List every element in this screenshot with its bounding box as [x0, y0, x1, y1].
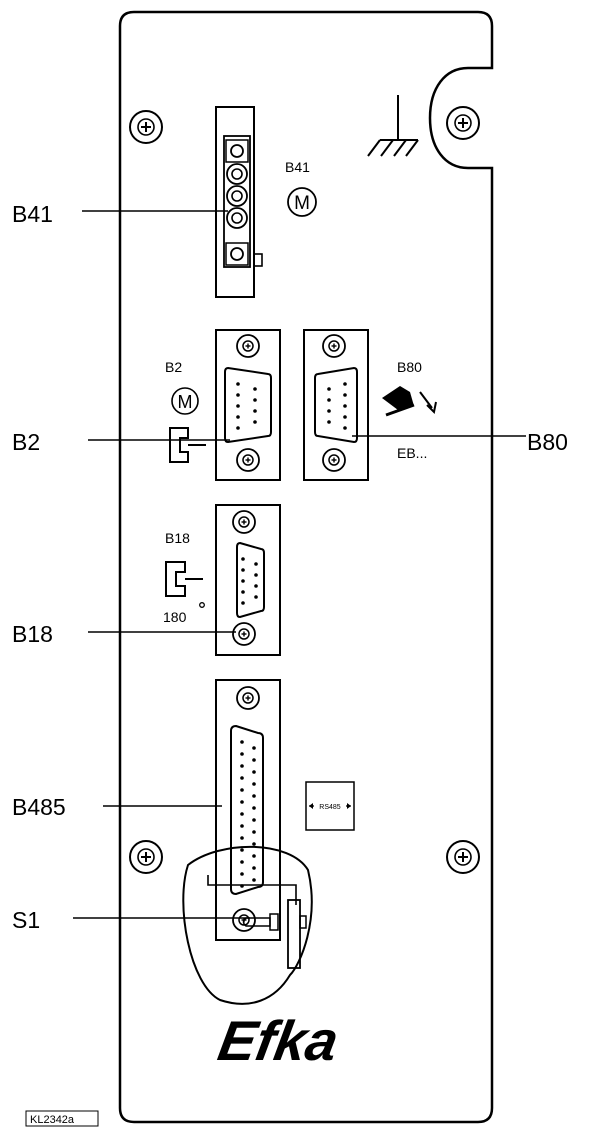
eb-label: EB...	[397, 445, 427, 461]
rs485-label: RS485	[319, 804, 341, 811]
jack-screw-icon	[232, 510, 256, 534]
jack-screw-icon	[236, 448, 260, 472]
hall-sensor-icon	[169, 427, 206, 463]
motor-symbol-label: M	[178, 392, 193, 412]
b41-callout: B41	[12, 201, 53, 227]
mounting-screw-icon	[446, 840, 480, 874]
b18-callout: B18	[12, 621, 53, 647]
rs485-badge: RS485	[305, 781, 355, 831]
mounting-screw-icon	[129, 110, 163, 144]
b80-panel-label: B80	[397, 359, 422, 375]
b18-connector[interactable]	[215, 504, 281, 656]
ground-symbol-icon	[367, 95, 419, 157]
degree-symbol	[199, 602, 205, 608]
jack-screw-icon	[236, 334, 260, 358]
jack-screw-icon	[232, 622, 256, 646]
b41-panel-label: B41	[285, 159, 310, 175]
b485-connector[interactable]	[215, 679, 281, 941]
b2-panel-label: B2	[165, 359, 182, 375]
drawing-ref-label: KL2342a	[30, 1114, 75, 1126]
panel-outline	[118, 10, 494, 1124]
efka-logo-text: Efka	[214, 1009, 343, 1072]
b2-connector[interactable]	[215, 329, 281, 481]
b80-connector[interactable]	[303, 329, 369, 481]
mounting-screw-icon	[446, 106, 480, 140]
hall-sensor-icon	[165, 561, 203, 597]
b80-callout: B80	[527, 429, 568, 455]
angle-label: 180	[163, 609, 187, 625]
efka-logo: Efka	[214, 1009, 343, 1072]
motor-symbol-icon: M	[171, 387, 199, 415]
b485-callout: B485	[12, 794, 66, 820]
b18-panel-label: B18	[165, 530, 190, 546]
jack-screw-icon	[322, 334, 346, 358]
motor-symbol-label: M	[294, 193, 310, 214]
s1-switch[interactable]	[278, 916, 300, 928]
foot-pedal-icon	[382, 386, 437, 417]
drawing-ref-box: KL2342a	[25, 1110, 99, 1127]
jack-screw-icon	[322, 448, 346, 472]
b2-callout: B2	[12, 429, 40, 455]
s1-callout: S1	[12, 907, 40, 933]
b41-connector[interactable]	[215, 106, 263, 298]
motor-symbol-icon: M	[287, 187, 317, 217]
mounting-screw-icon	[129, 840, 163, 874]
s1-switch-detail	[182, 845, 313, 1005]
jack-screw-icon	[236, 686, 260, 710]
pin-row	[240, 740, 256, 888]
